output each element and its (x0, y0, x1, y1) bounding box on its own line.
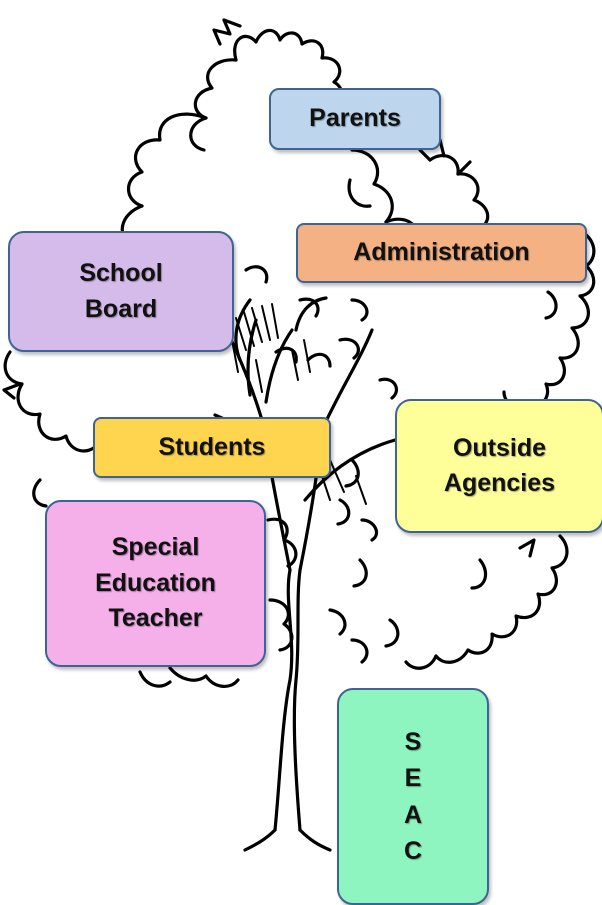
school-board-label-line-2: Board (84, 294, 158, 323)
parents-box: Parents (269, 88, 441, 150)
seac-letter-e: E (404, 764, 422, 793)
school-board-label-line-1: School (79, 259, 163, 287)
administration-label: Administration (353, 235, 529, 271)
school-board-label: School Board (79, 256, 162, 327)
seac-box: S E A C (337, 688, 489, 905)
parents-label: Parents (309, 101, 401, 137)
students-label-line: Students (158, 432, 266, 461)
special-education-teacher-label-line-2: Education (95, 568, 216, 597)
special-education-teacher-label-line-1: Special (111, 533, 200, 562)
outside-agencies-label: Outside Agencies (444, 431, 555, 502)
students-box: Students (93, 417, 331, 478)
administration-box: Administration (296, 223, 587, 283)
students-label: Students (159, 430, 266, 466)
seac-label: S E A C (404, 724, 422, 869)
special-education-teacher-label-line-3: Teacher (108, 604, 203, 633)
administration-label-line: Administration (353, 238, 530, 267)
seac-letter-a: A (403, 800, 423, 829)
seac-letter-c: C (403, 836, 423, 865)
outside-agencies-box: Outside Agencies (395, 399, 602, 533)
parents-label-line: Parents (309, 104, 401, 133)
special-education-teacher-label: Special Education Teacher (95, 530, 216, 637)
outside-agencies-label-line-1: Outside (452, 433, 547, 462)
outside-agencies-label-line-2: Agencies (443, 469, 556, 497)
special-education-teacher-box: Special Education Teacher (45, 500, 266, 667)
school-board-box: School Board (8, 231, 234, 352)
seac-letter-s: S (404, 728, 422, 756)
